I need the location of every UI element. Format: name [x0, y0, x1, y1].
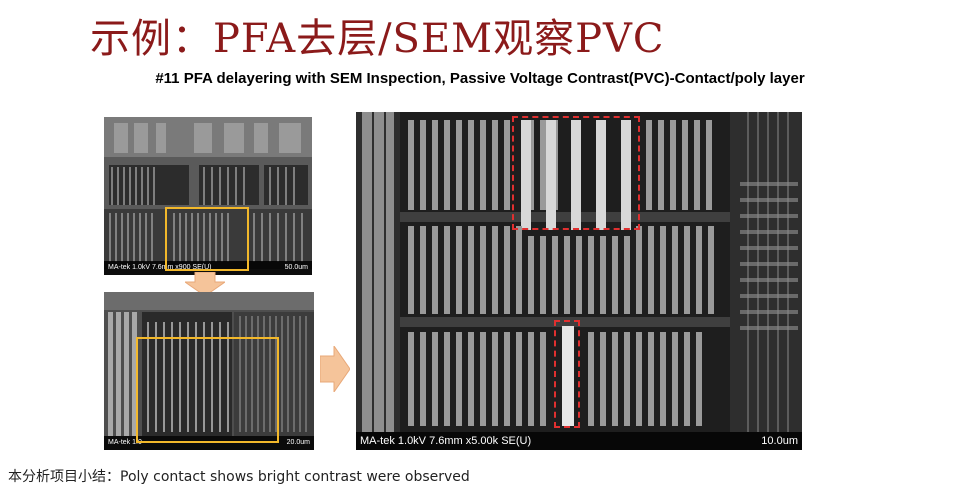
slide-title: 示例：PFA去层/SEM观察PVC — [90, 16, 665, 62]
sem-info-bar: MA-tek 1.0kV 7.6mm x5.00k SE(U) 10.0um — [356, 432, 802, 450]
sem-scale: 10.0um — [761, 435, 798, 447]
arrow-down-icon — [185, 272, 225, 296]
sem-texture-zoom — [104, 292, 314, 450]
zoom-region-box — [165, 207, 249, 271]
summary-text: 本分析项目小结：Poly contact shows bright contra… — [8, 469, 470, 485]
sem-texture-main — [356, 112, 802, 450]
sem-info-bar: MA-tek 1.0kV 7.6mm x900 SE(U) 50.0um — [104, 261, 312, 275]
sem-info-bar: MA-tek 1.0 20.0um — [104, 436, 314, 450]
sem-caption: MA-tek 1.0kV 7.6mm x5.00k SE(U) — [360, 435, 532, 447]
sem-caption: MA-tek 1.0 — [108, 439, 142, 446]
bright-contrast-region-box — [512, 116, 640, 230]
sem-image-zoom: MA-tek 1.0 20.0um — [104, 292, 314, 450]
sem-scale: 50.0um — [284, 264, 308, 271]
bright-contrast-region-box — [554, 320, 580, 428]
zoom-region-box — [136, 337, 279, 443]
sem-caption: MA-tek 1.0kV 7.6mm x900 SE(U) — [108, 264, 212, 271]
arrow-right-icon — [320, 346, 350, 392]
sem-image-overview: MA-tek 1.0kV 7.6mm x900 SE(U) 50.0um — [104, 117, 312, 275]
sem-image-main: MA-tek 1.0kV 7.6mm x5.00k SE(U) 10.0um — [356, 112, 802, 450]
sem-scale: 20.0um — [286, 439, 310, 446]
sem-texture-overview — [104, 117, 312, 275]
slide-subtitle: #11 PFA delayering with SEM Inspection, … — [155, 70, 805, 87]
